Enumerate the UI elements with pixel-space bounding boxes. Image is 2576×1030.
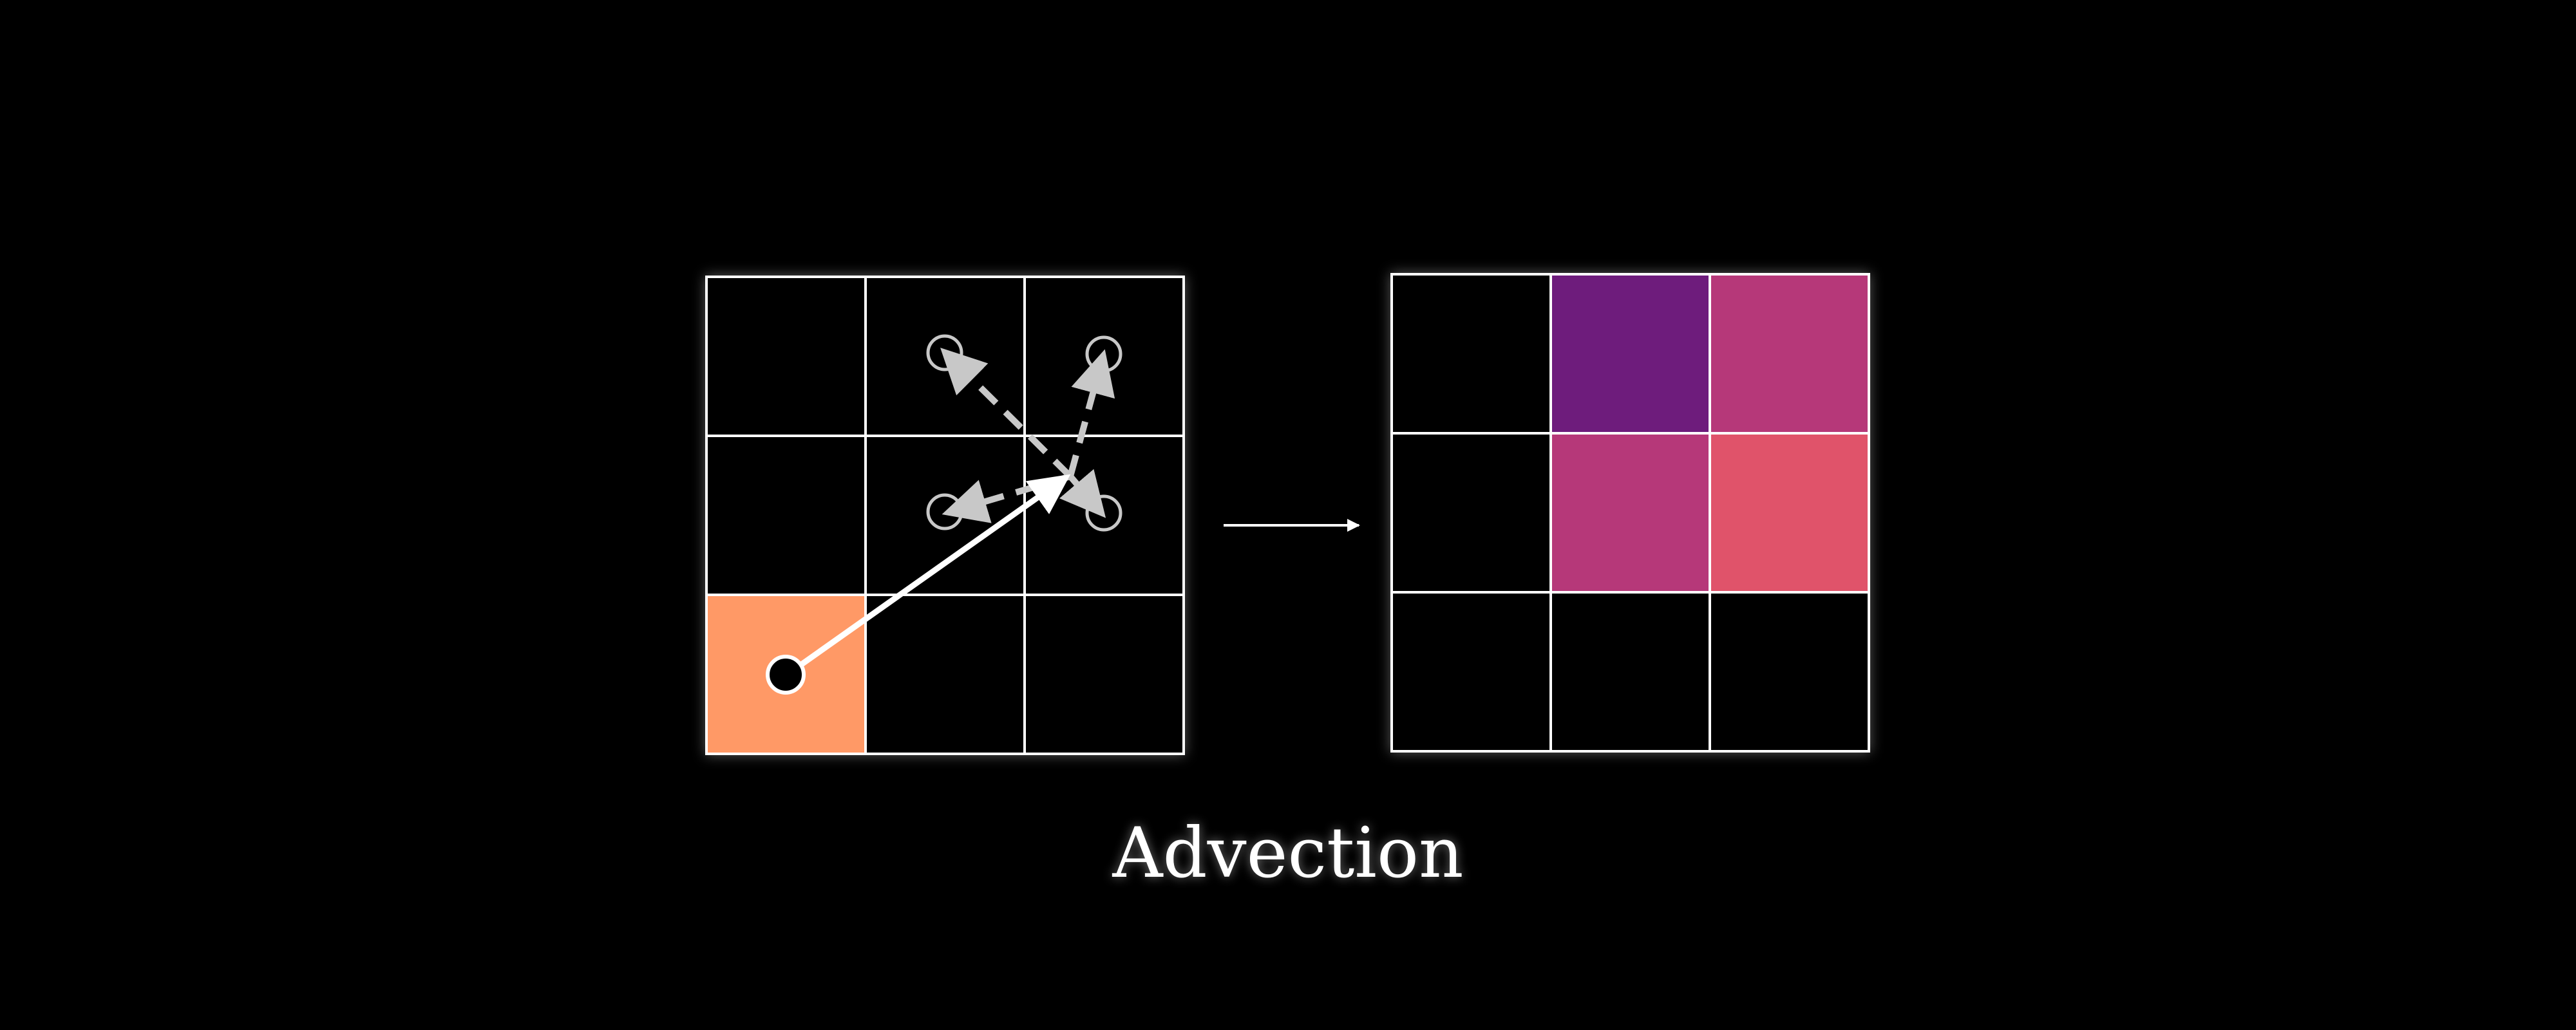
result-cell-r1-c0 bbox=[1390, 432, 1552, 594]
neighbor-point-top-right bbox=[1085, 335, 1122, 373]
interp-arrow-top-right bbox=[1067, 349, 1115, 478]
source-cell-r2-c2 bbox=[1023, 594, 1185, 755]
result-cell-r0-c0 bbox=[1390, 273, 1552, 435]
neighbor-point-bottom-left bbox=[926, 493, 963, 530]
result-cell-r0-c1 bbox=[1549, 273, 1711, 435]
diagram-caption: Advection bbox=[1112, 813, 1463, 894]
result-grid bbox=[1390, 273, 1870, 753]
neighbor-point-top-left bbox=[926, 334, 963, 371]
source-cell-r0-c1 bbox=[864, 276, 1026, 437]
source-cell-r1-c1 bbox=[864, 435, 1026, 596]
source-cell-r0-c2 bbox=[1023, 276, 1185, 437]
interp-arrow-bottom-right bbox=[1059, 469, 1106, 518]
source-cell-r0-c0 bbox=[705, 276, 867, 437]
result-cell-r1-c2 bbox=[1709, 432, 1870, 594]
source-cell-r2-c1 bbox=[864, 594, 1026, 755]
interp-arrow-top-left bbox=[940, 348, 1073, 479]
source-cell-r1-c2 bbox=[1023, 435, 1185, 596]
source-grid bbox=[705, 276, 1185, 755]
source-point bbox=[766, 655, 806, 695]
neighbor-point-bottom-right bbox=[1085, 494, 1122, 532]
velocity-vectors bbox=[766, 334, 1122, 695]
result-cell-r2-c1 bbox=[1549, 591, 1711, 753]
result-cell-r2-c2 bbox=[1709, 591, 1870, 753]
result-cell-r1-c1 bbox=[1549, 432, 1711, 594]
source-cell-r1-c0 bbox=[705, 435, 867, 596]
velocity-arrow bbox=[785, 474, 1071, 677]
result-cell-r2-c0 bbox=[1390, 591, 1552, 753]
result-cell-r0-c2 bbox=[1709, 273, 1870, 435]
